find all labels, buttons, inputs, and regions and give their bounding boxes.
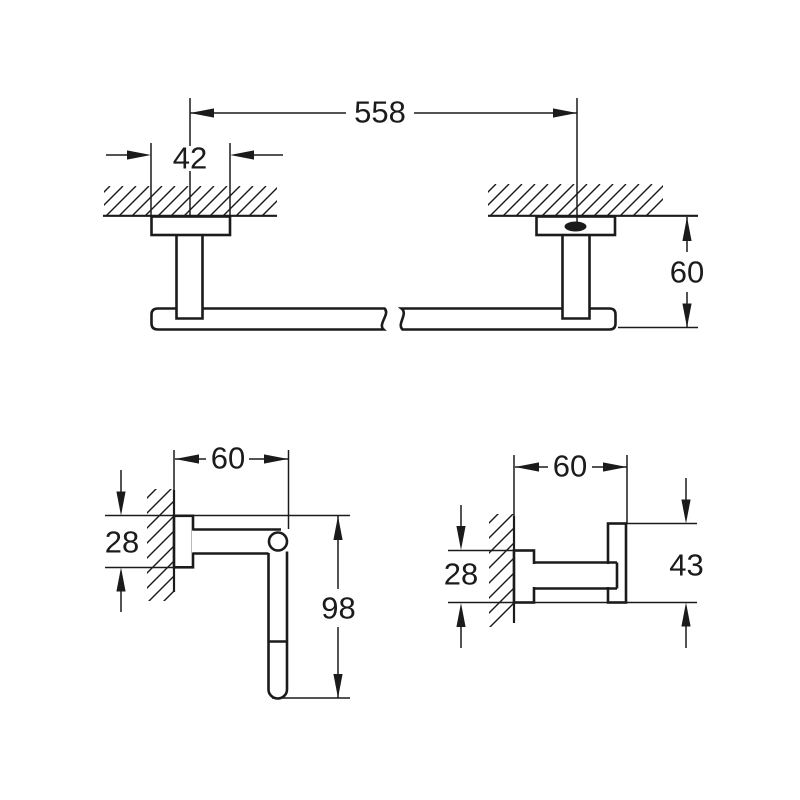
wall-hatch-paper-holder	[147, 489, 174, 601]
wall-plate-left	[150, 215, 232, 237]
towel-bar-view: 558 42 60	[103, 95, 704, 331]
dim-28-hook: 28	[444, 505, 478, 648]
ext-depth-lines	[173, 450, 290, 529]
dim-label-43: 43	[669, 548, 703, 583]
wall-hatch-hook	[489, 514, 515, 627]
dim-label-28-hook: 28	[444, 557, 478, 592]
towel-bar-left-segment	[150, 307, 388, 331]
dim-label-60-depth-hook: 60	[553, 449, 587, 484]
arm-fill	[192, 530, 280, 553]
paper-holder-view: 60 28 98	[105, 441, 356, 700]
roll-spindle	[267, 551, 289, 700]
dim-60-depth-hook: 60	[515, 449, 627, 484]
wall-hatch-top-left	[104, 186, 277, 216]
dim-label-558: 558	[354, 95, 406, 130]
dim-98: 98	[321, 516, 356, 698]
mount-post-left	[175, 235, 204, 320]
pivot-pin	[267, 531, 289, 552]
hook-stem	[534, 561, 619, 590]
dim-60-height: 60	[618, 217, 704, 329]
dim-28-paper-holder: 28	[105, 470, 139, 612]
wall-plate-paper-holder	[172, 514, 195, 569]
dim-label-42: 42	[173, 141, 207, 176]
wall-plate-hook	[512, 549, 536, 604]
dim-558: 558	[189, 95, 578, 223]
dim-label-60-depth-ph: 60	[211, 441, 245, 476]
dim-42: 42	[106, 141, 283, 216]
dim-label-98: 98	[321, 591, 355, 626]
screw-head	[564, 221, 587, 232]
robe-hook-view: 60 28 43	[444, 449, 704, 648]
holder-arm	[193, 528, 281, 555]
dim-label-28-ph: 28	[105, 525, 139, 560]
dim-label-60-height: 60	[670, 255, 704, 290]
dim-60-depth-paper-holder: 60	[175, 441, 288, 476]
dim-43: 43	[669, 478, 704, 648]
stem-fill	[532, 564, 616, 587]
mount-post-right	[561, 235, 591, 320]
wall-hatch-top-right	[488, 184, 663, 216]
